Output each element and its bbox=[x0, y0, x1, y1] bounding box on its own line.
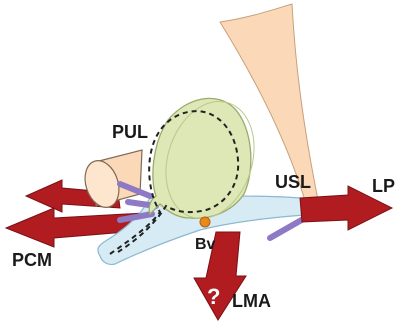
blood-vessel-dot bbox=[200, 217, 210, 227]
question-mark: ? bbox=[207, 284, 220, 309]
label-lp: LP bbox=[372, 176, 395, 196]
label-pul: PUL bbox=[112, 122, 148, 142]
label-lma: LMA bbox=[232, 291, 271, 311]
label-bv: Bv bbox=[195, 236, 216, 253]
label-usl: USL bbox=[275, 172, 311, 192]
label-pcm: PCM bbox=[12, 250, 52, 270]
